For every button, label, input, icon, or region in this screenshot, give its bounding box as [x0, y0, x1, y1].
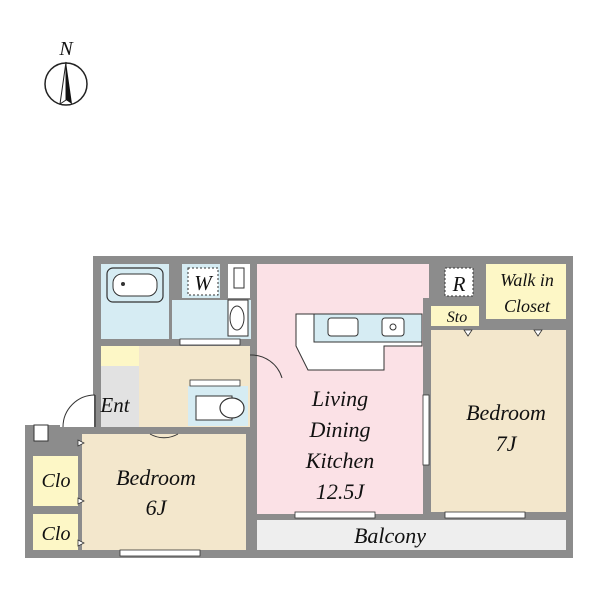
storage-label: Sto	[447, 309, 467, 326]
ldk-label-line2: Dining	[308, 417, 370, 442]
ldk-label-line4: 12.5J	[316, 479, 366, 504]
windows	[119, 338, 526, 557]
walk-in-closet	[486, 264, 566, 319]
wc-label: W	[194, 271, 214, 295]
wic-label-line1: Walk in	[500, 270, 554, 290]
entrance	[101, 366, 139, 427]
ldk-label-line3: Kitchen	[305, 448, 374, 473]
living-dining-kitchen	[257, 264, 423, 514]
closet-lower	[33, 514, 78, 550]
storage	[431, 306, 479, 326]
closet-lower-label: Clo	[42, 523, 71, 545]
north-label: N	[58, 38, 74, 60]
closet-upper-label: Clo	[42, 470, 71, 492]
north-compass-icon	[44, 61, 88, 106]
entrance-label: Ent	[99, 393, 130, 417]
balcony-label: Balcony	[354, 523, 426, 548]
sink-icon	[327, 317, 359, 337]
toilet-icon	[219, 397, 245, 419]
ldk-label-line1: Living	[311, 386, 368, 411]
bedroom-7j	[431, 330, 566, 512]
balcony	[257, 520, 566, 550]
bedroom-6j	[82, 434, 246, 550]
bedroom-left-label-line2: 6J	[146, 495, 168, 520]
wic-label-line2: Closet	[504, 296, 551, 316]
bedroom-right-label-line1: Bedroom	[466, 400, 546, 425]
bedroom-left-label-line1: Bedroom	[116, 465, 196, 490]
closet-upper	[33, 456, 78, 506]
refrigerator-label: R	[452, 272, 466, 296]
bedroom-right-label-line2: 7J	[496, 431, 518, 456]
stove-icon	[381, 317, 405, 337]
shoe-cabinet	[101, 346, 139, 366]
